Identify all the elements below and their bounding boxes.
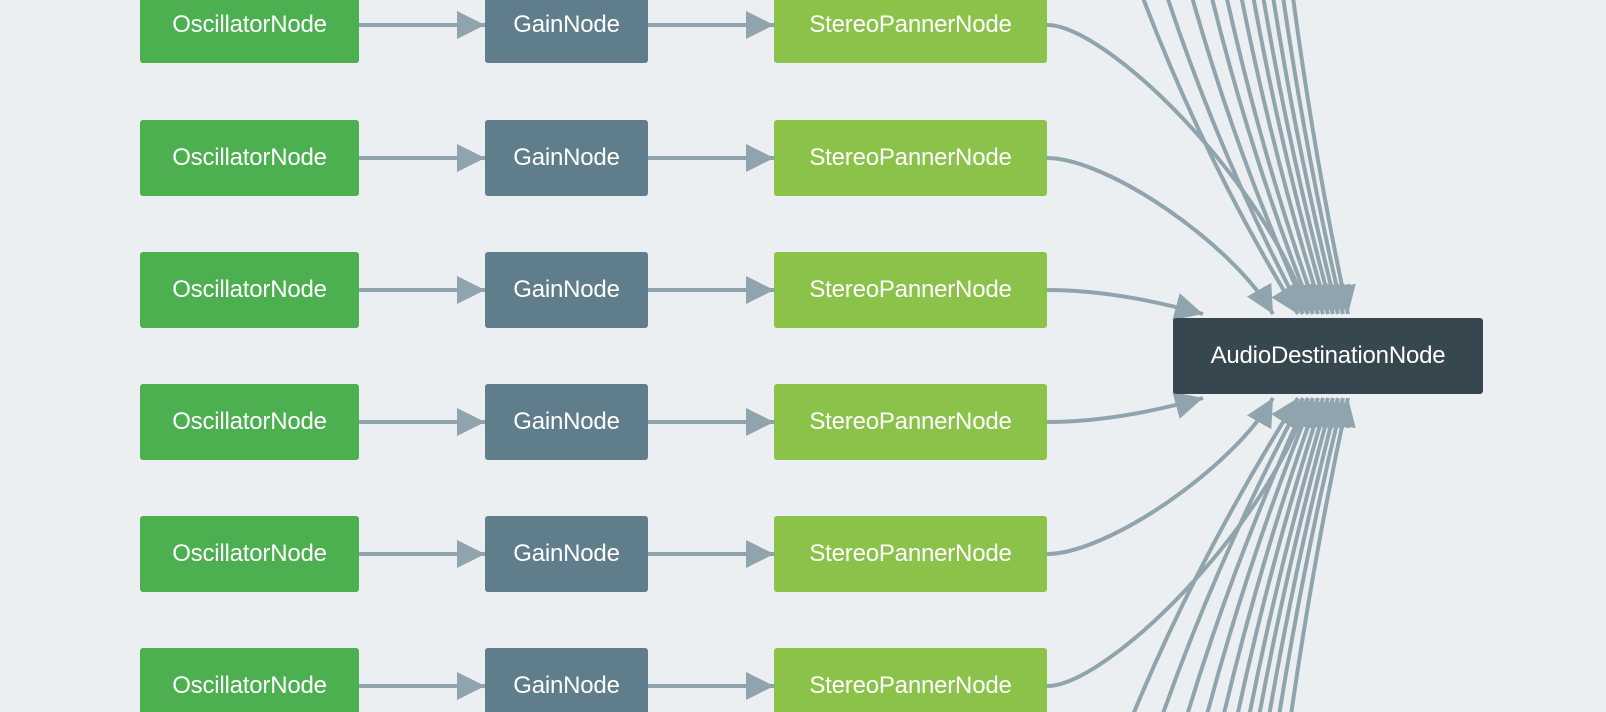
edge-panner-to-destination [1046,391,1204,424]
gain-node[interactable]: GainNode [485,0,648,63]
edge-offscreen-to-destination [1257,397,1339,712]
stereo-panner-node[interactable]: StereoPannerNode [774,516,1047,592]
edge-panner-to-destination [1046,288,1204,321]
oscillator-node[interactable]: OscillatorNode [140,648,359,712]
edge-offscreen-to-destination [1222,397,1322,712]
edge-offscreen-to-destination [1205,397,1316,712]
oscillator-node[interactable]: OscillatorNode [140,0,359,63]
stereo-panner-node[interactable]: StereoPannerNode [774,252,1047,328]
oscillator-node[interactable]: OscillatorNode [140,120,359,196]
oscillator-node[interactable]: OscillatorNode [140,516,359,592]
edge-offscreen-to-destination [1131,396,1300,712]
edge-offscreen-to-destination [1185,397,1310,712]
gain-node[interactable]: GainNode [485,120,648,196]
edge-offscreen-to-destination [1236,397,1328,712]
gain-node[interactable]: GainNode [485,516,648,592]
edge-offscreen-to-destination [1291,0,1356,315]
stereo-panner-node[interactable]: StereoPannerNode [774,0,1047,63]
gain-node[interactable]: GainNode [485,648,648,712]
edge-offscreen-to-destination [1277,397,1350,712]
audio-destination-node[interactable]: AudioDestinationNode [1173,318,1483,394]
stereo-panner-node[interactable]: StereoPannerNode [774,648,1047,712]
edge-panner-to-destination [1046,397,1275,556]
edge-offscreen-to-destination [1166,0,1305,315]
edge-offscreen-to-destination [1190,0,1310,315]
edge-offscreen-to-destination [1267,397,1345,712]
edge-offscreen-to-destination [1225,0,1322,315]
stereo-panner-node[interactable]: StereoPannerNode [774,120,1047,196]
edge-panner-to-destination [1046,156,1275,315]
edge-offscreen-to-destination [1239,0,1328,315]
edge-offscreen-to-destination [1289,397,1356,712]
gain-node[interactable]: GainNode [485,384,648,460]
edge-offscreen-to-destination [1247,397,1334,712]
edge-offscreen-to-destination [1281,0,1351,315]
oscillator-node[interactable]: OscillatorNode [140,252,359,328]
edge-offscreen-to-destination [1271,0,1345,315]
edge-offscreen-to-destination [1161,397,1305,712]
gain-node[interactable]: GainNode [485,252,648,328]
edge-offscreen-to-destination [1141,0,1300,316]
edge-offscreen-to-destination [1261,0,1340,315]
edge-offscreen-to-destination [1210,0,1316,315]
edge-offscreen-to-destination [1251,0,1334,315]
oscillator-node[interactable]: OscillatorNode [140,384,359,460]
stereo-panner-node[interactable]: StereoPannerNode [774,384,1047,460]
